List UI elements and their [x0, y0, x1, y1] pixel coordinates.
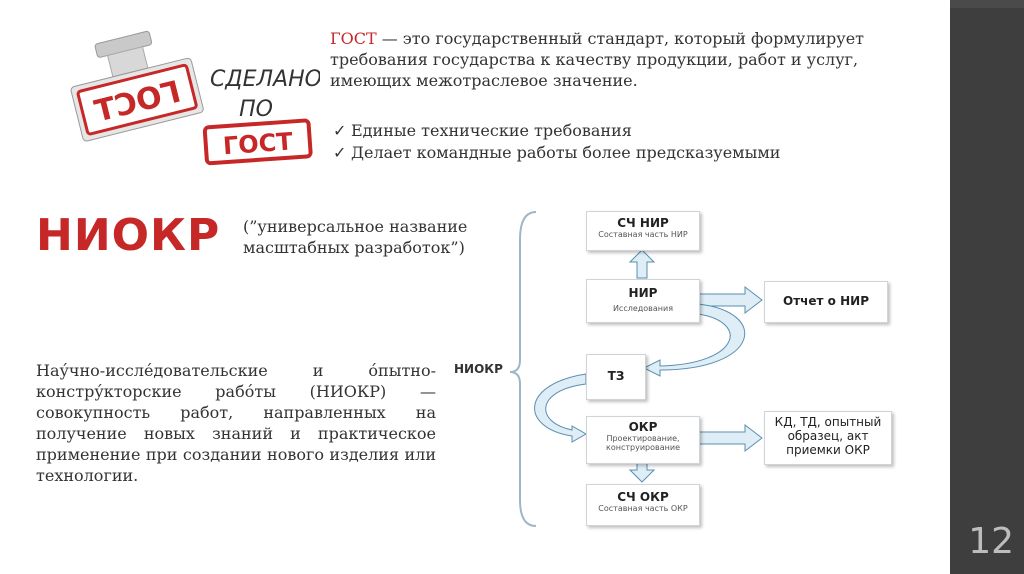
box-subtitle: конструирование [606, 443, 680, 452]
box-okr: ОКР Проектирование, конструирование [586, 416, 700, 464]
check-icon: ✓ [333, 121, 347, 140]
niokr-subtitle: (”универсальное название масштабных разр… [243, 217, 468, 257]
box-kd: КД, ТД, опытный образец, акт приемки ОКР [764, 411, 892, 465]
box-report: Отчет о НИР [764, 281, 888, 323]
gost-stamp-image: ГОСТ СДЕЛАНО ПО ГОСТ [70, 30, 320, 166]
sidebar-top-line [950, 0, 1024, 8]
right-sidebar: 12 [950, 0, 1024, 574]
box-subtitle: Составная часть ОКР [598, 504, 688, 513]
list-item: ✓ Единые технические требования [333, 120, 933, 142]
box-line: КД, ТД, опытный [774, 415, 882, 429]
box-line: приемки ОКР [786, 443, 870, 457]
page-number: 12 [968, 521, 1014, 562]
gost-term: ГОСТ [330, 29, 377, 48]
box-title: ОКР [628, 420, 658, 434]
diagram-group-label: НИОКР [454, 362, 503, 376]
box-subtitle: Исследования [612, 304, 674, 313]
box-tz: ТЗ [586, 354, 646, 400]
niokr-definition: Нау́чно-иссле́довательские и о́пытно-кон… [36, 361, 436, 485]
box-nir: НИР Исследования [586, 279, 700, 323]
bullet-text: Делает командные работы более предсказуе… [351, 143, 781, 162]
arrow-okr-to-kd [697, 423, 763, 453]
box-title: НИР [628, 286, 658, 300]
stamp-made-by-line2: ПО [239, 97, 273, 122]
box-title: Отчет о НИР [783, 294, 869, 308]
niokr-title: НИОКР [36, 210, 221, 261]
diagram-brace [509, 211, 537, 527]
box-sch-nir: СЧ НИР Составная часть НИР [586, 211, 700, 251]
box-sch-okr: СЧ ОКР Составная часть ОКР [586, 484, 700, 526]
box-title: СЧ ОКР [617, 490, 669, 504]
gost-bullet-list: ✓ Единые технические требования ✓ Делает… [333, 120, 933, 164]
arrow-tz-to-okr [534, 373, 588, 443]
check-icon: ✓ [333, 143, 347, 162]
stamp-made-by-line1: СДЕЛАНО [210, 67, 320, 92]
gost-definition: ГОСТ — это государственный стандарт, кот… [330, 28, 930, 91]
arrow-nir-to-report [697, 285, 763, 315]
arrow-okr-to-sch-okr [628, 461, 656, 483]
box-subtitle: Проектирование, [606, 434, 680, 443]
list-item: ✓ Делает командные работы более предсказ… [333, 142, 933, 164]
box-title: ТЗ [607, 369, 625, 383]
box-subtitle: Составная часть НИР [598, 230, 688, 239]
arrow-nir-to-sch-nir [628, 249, 656, 279]
box-title: СЧ НИР [617, 216, 669, 230]
stamp-small-word: ГОСТ [222, 127, 294, 160]
gost-definition-text: — это государственный стандарт, который … [330, 29, 865, 90]
box-line: образец, акт [787, 429, 869, 443]
bullet-text: Единые технические требования [351, 121, 632, 140]
